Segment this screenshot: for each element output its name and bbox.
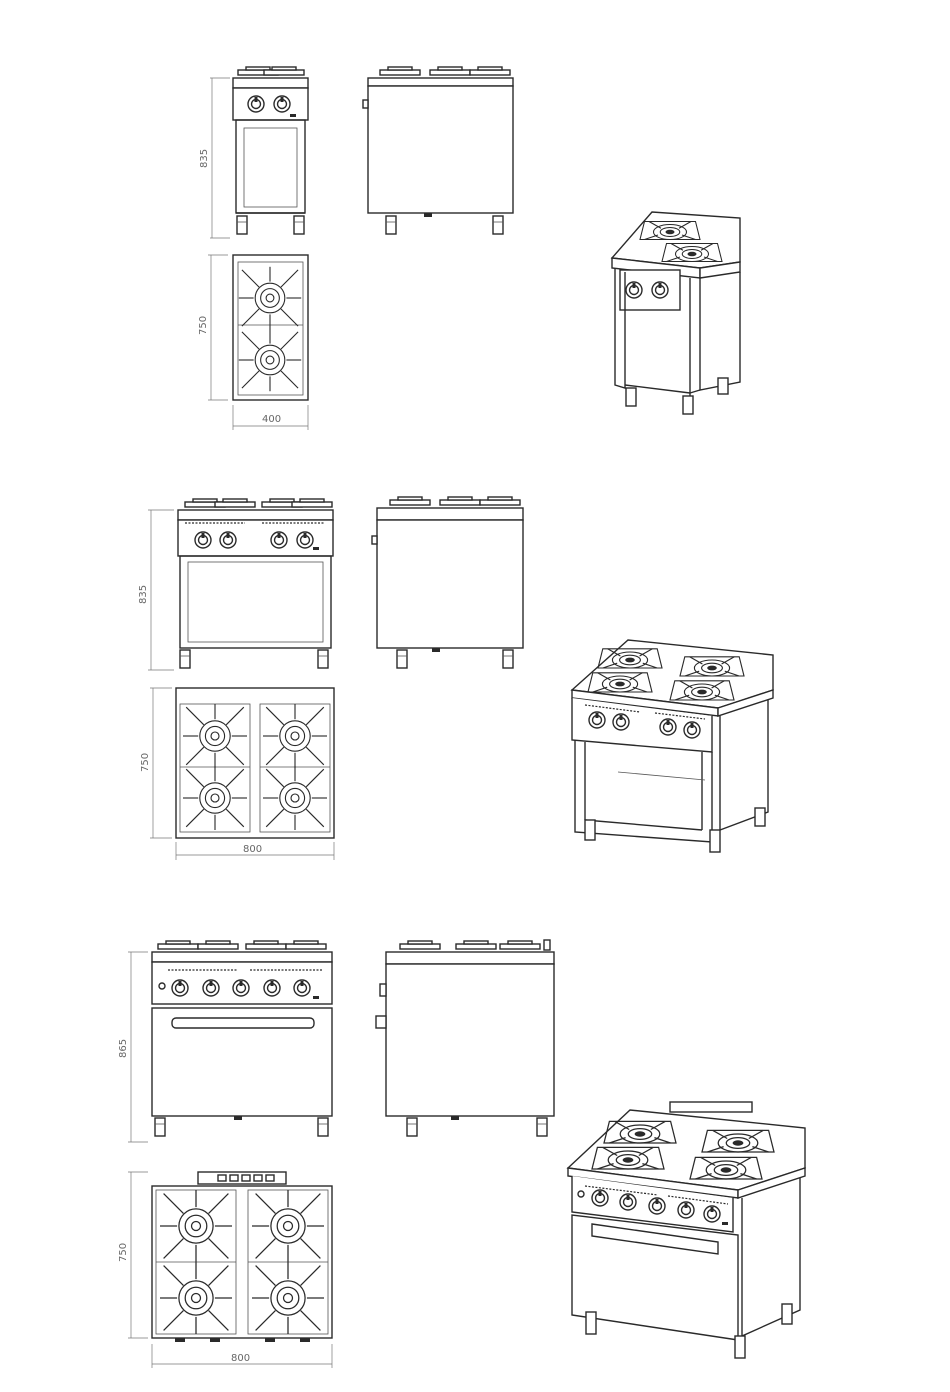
- depth-label-four-burner-open: 750: [140, 753, 151, 772]
- side-view-four-burner-open: [372, 497, 523, 668]
- iso-view-four-burner-oven: [568, 1102, 805, 1358]
- height-label-four-burner-open: 835: [138, 585, 149, 604]
- side-view-four-burner-oven: [376, 940, 554, 1136]
- top-view-four-burner-oven: 750 800: [118, 1172, 332, 1368]
- height-label-four-burner-oven: 865: [118, 1039, 129, 1058]
- height-label-two-burner: 835: [199, 149, 210, 168]
- depth-label-two-burner: 750: [198, 316, 209, 335]
- top-view-two-burner: 750 400: [198, 255, 308, 430]
- model-four-burner-open: 835 750: [138, 497, 773, 860]
- width-label-four-burner-oven: 800: [231, 1353, 250, 1364]
- model-two-burner: 835 750 400: [198, 67, 740, 430]
- top-view-four-burner-open: 750 800: [140, 688, 334, 860]
- iso-view-four-burner-open: [572, 640, 773, 852]
- side-view-two-burner: [363, 67, 513, 234]
- front-view-four-burner-open: 835: [138, 499, 333, 670]
- width-label-four-burner-open: 800: [243, 844, 262, 855]
- front-view-four-burner-oven: 865: [118, 941, 332, 1142]
- model-four-burner-oven: 865: [118, 940, 805, 1368]
- depth-label-four-burner-oven: 750: [118, 1243, 129, 1262]
- iso-view-two-burner: [612, 212, 740, 414]
- front-view-two-burner: 835: [199, 67, 308, 238]
- width-label-two-burner: 400: [262, 414, 281, 425]
